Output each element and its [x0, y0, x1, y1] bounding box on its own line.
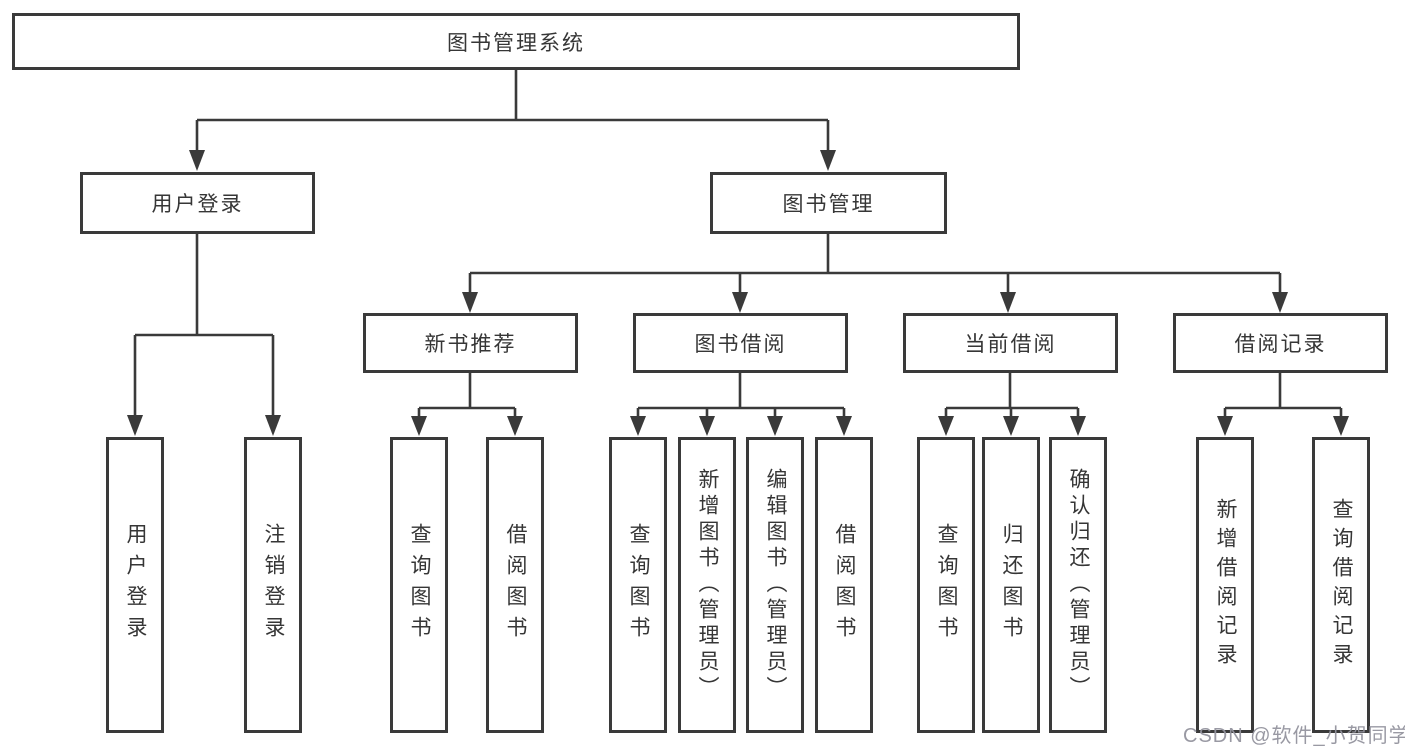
leaf-borrow-books: 借阅图书: [815, 437, 873, 733]
leaf-user-login: 用户登录: [106, 437, 164, 733]
node-label: 新增图书（管理员）: [696, 468, 719, 702]
node-label: 归还图书: [1000, 523, 1023, 647]
leaf-query-books: 查询图书: [390, 437, 448, 733]
node-library-management-system: 图书管理系统: [12, 13, 1020, 70]
node-label: 借阅图书: [833, 523, 856, 647]
node-book-borrow: 图书借阅: [633, 313, 848, 373]
node-user-login: 用户登录: [80, 172, 315, 234]
node-label: 新书推荐: [424, 333, 517, 356]
leaf-return-books: 归还图书: [982, 437, 1040, 733]
node-book-management: 图书管理: [710, 172, 947, 234]
node-label: 当前借阅: [964, 333, 1057, 356]
leaf-add-books-admin: 新增图书（管理员）: [678, 437, 736, 733]
leaf-query-borrow-record: 查询借阅记录: [1312, 437, 1370, 733]
node-label: 新增借阅记录: [1214, 498, 1237, 672]
node-label: 查询图书: [627, 523, 650, 647]
leaf-query-books: 查询图书: [609, 437, 667, 733]
node-label: 编辑图书（管理员）: [764, 468, 787, 702]
leaf-borrow-books: 借阅图书: [486, 437, 544, 733]
node-label: 借阅记录: [1234, 333, 1327, 356]
node-label: 借阅图书: [504, 523, 527, 647]
node-label: 查询借阅记录: [1330, 498, 1353, 672]
node-label: 图书管理系统: [447, 31, 585, 55]
node-new-book-recommend: 新书推荐: [363, 313, 578, 373]
leaf-add-borrow-record: 新增借阅记录: [1196, 437, 1254, 733]
node-label: 图书管理: [782, 193, 875, 216]
node-label: 用户登录: [124, 523, 147, 647]
node-label: 查询图书: [935, 523, 958, 647]
csdn-watermark: CSDN @软件_小贺同学: [1183, 725, 1405, 747]
node-label: 用户登录: [151, 193, 244, 216]
node-borrow-records: 借阅记录: [1173, 313, 1388, 373]
leaf-edit-books-admin: 编辑图书（管理员）: [746, 437, 804, 733]
node-label: 查询图书: [408, 523, 431, 647]
node-current-borrow: 当前借阅: [903, 313, 1118, 373]
node-label: 注销登录: [262, 523, 285, 647]
leaf-query-books: 查询图书: [917, 437, 975, 733]
node-label: 确认归还（管理员）: [1067, 468, 1090, 702]
node-label: 图书借阅: [694, 333, 787, 356]
leaf-confirm-return-admin: 确认归还（管理员）: [1049, 437, 1107, 733]
leaf-logout: 注销登录: [244, 437, 302, 733]
